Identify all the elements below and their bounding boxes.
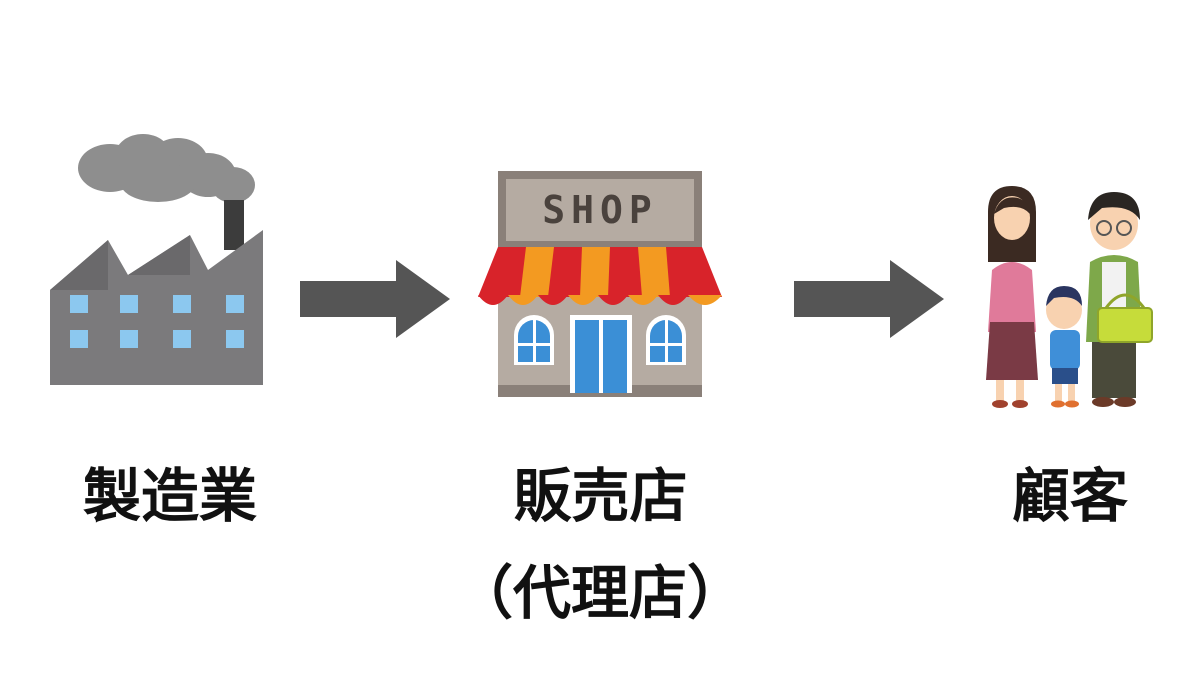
shop-sign-text: SHOP <box>542 188 658 232</box>
father-figure <box>1086 192 1153 407</box>
arrow-right-icon <box>300 260 450 338</box>
shop-icon: SHOP <box>476 165 724 397</box>
retailer-label: 販売店 <box>513 462 688 530</box>
retailer-sublabel: （代理店） <box>454 559 745 627</box>
factory-icon <box>48 130 263 385</box>
arrow-right-icon <box>794 260 944 338</box>
manufacturer-label: 製造業 <box>82 462 257 530</box>
family-icon <box>982 182 1164 410</box>
mother-figure <box>986 186 1038 408</box>
child-figure <box>1046 286 1082 408</box>
customer-label: 顧客 <box>1011 462 1128 530</box>
